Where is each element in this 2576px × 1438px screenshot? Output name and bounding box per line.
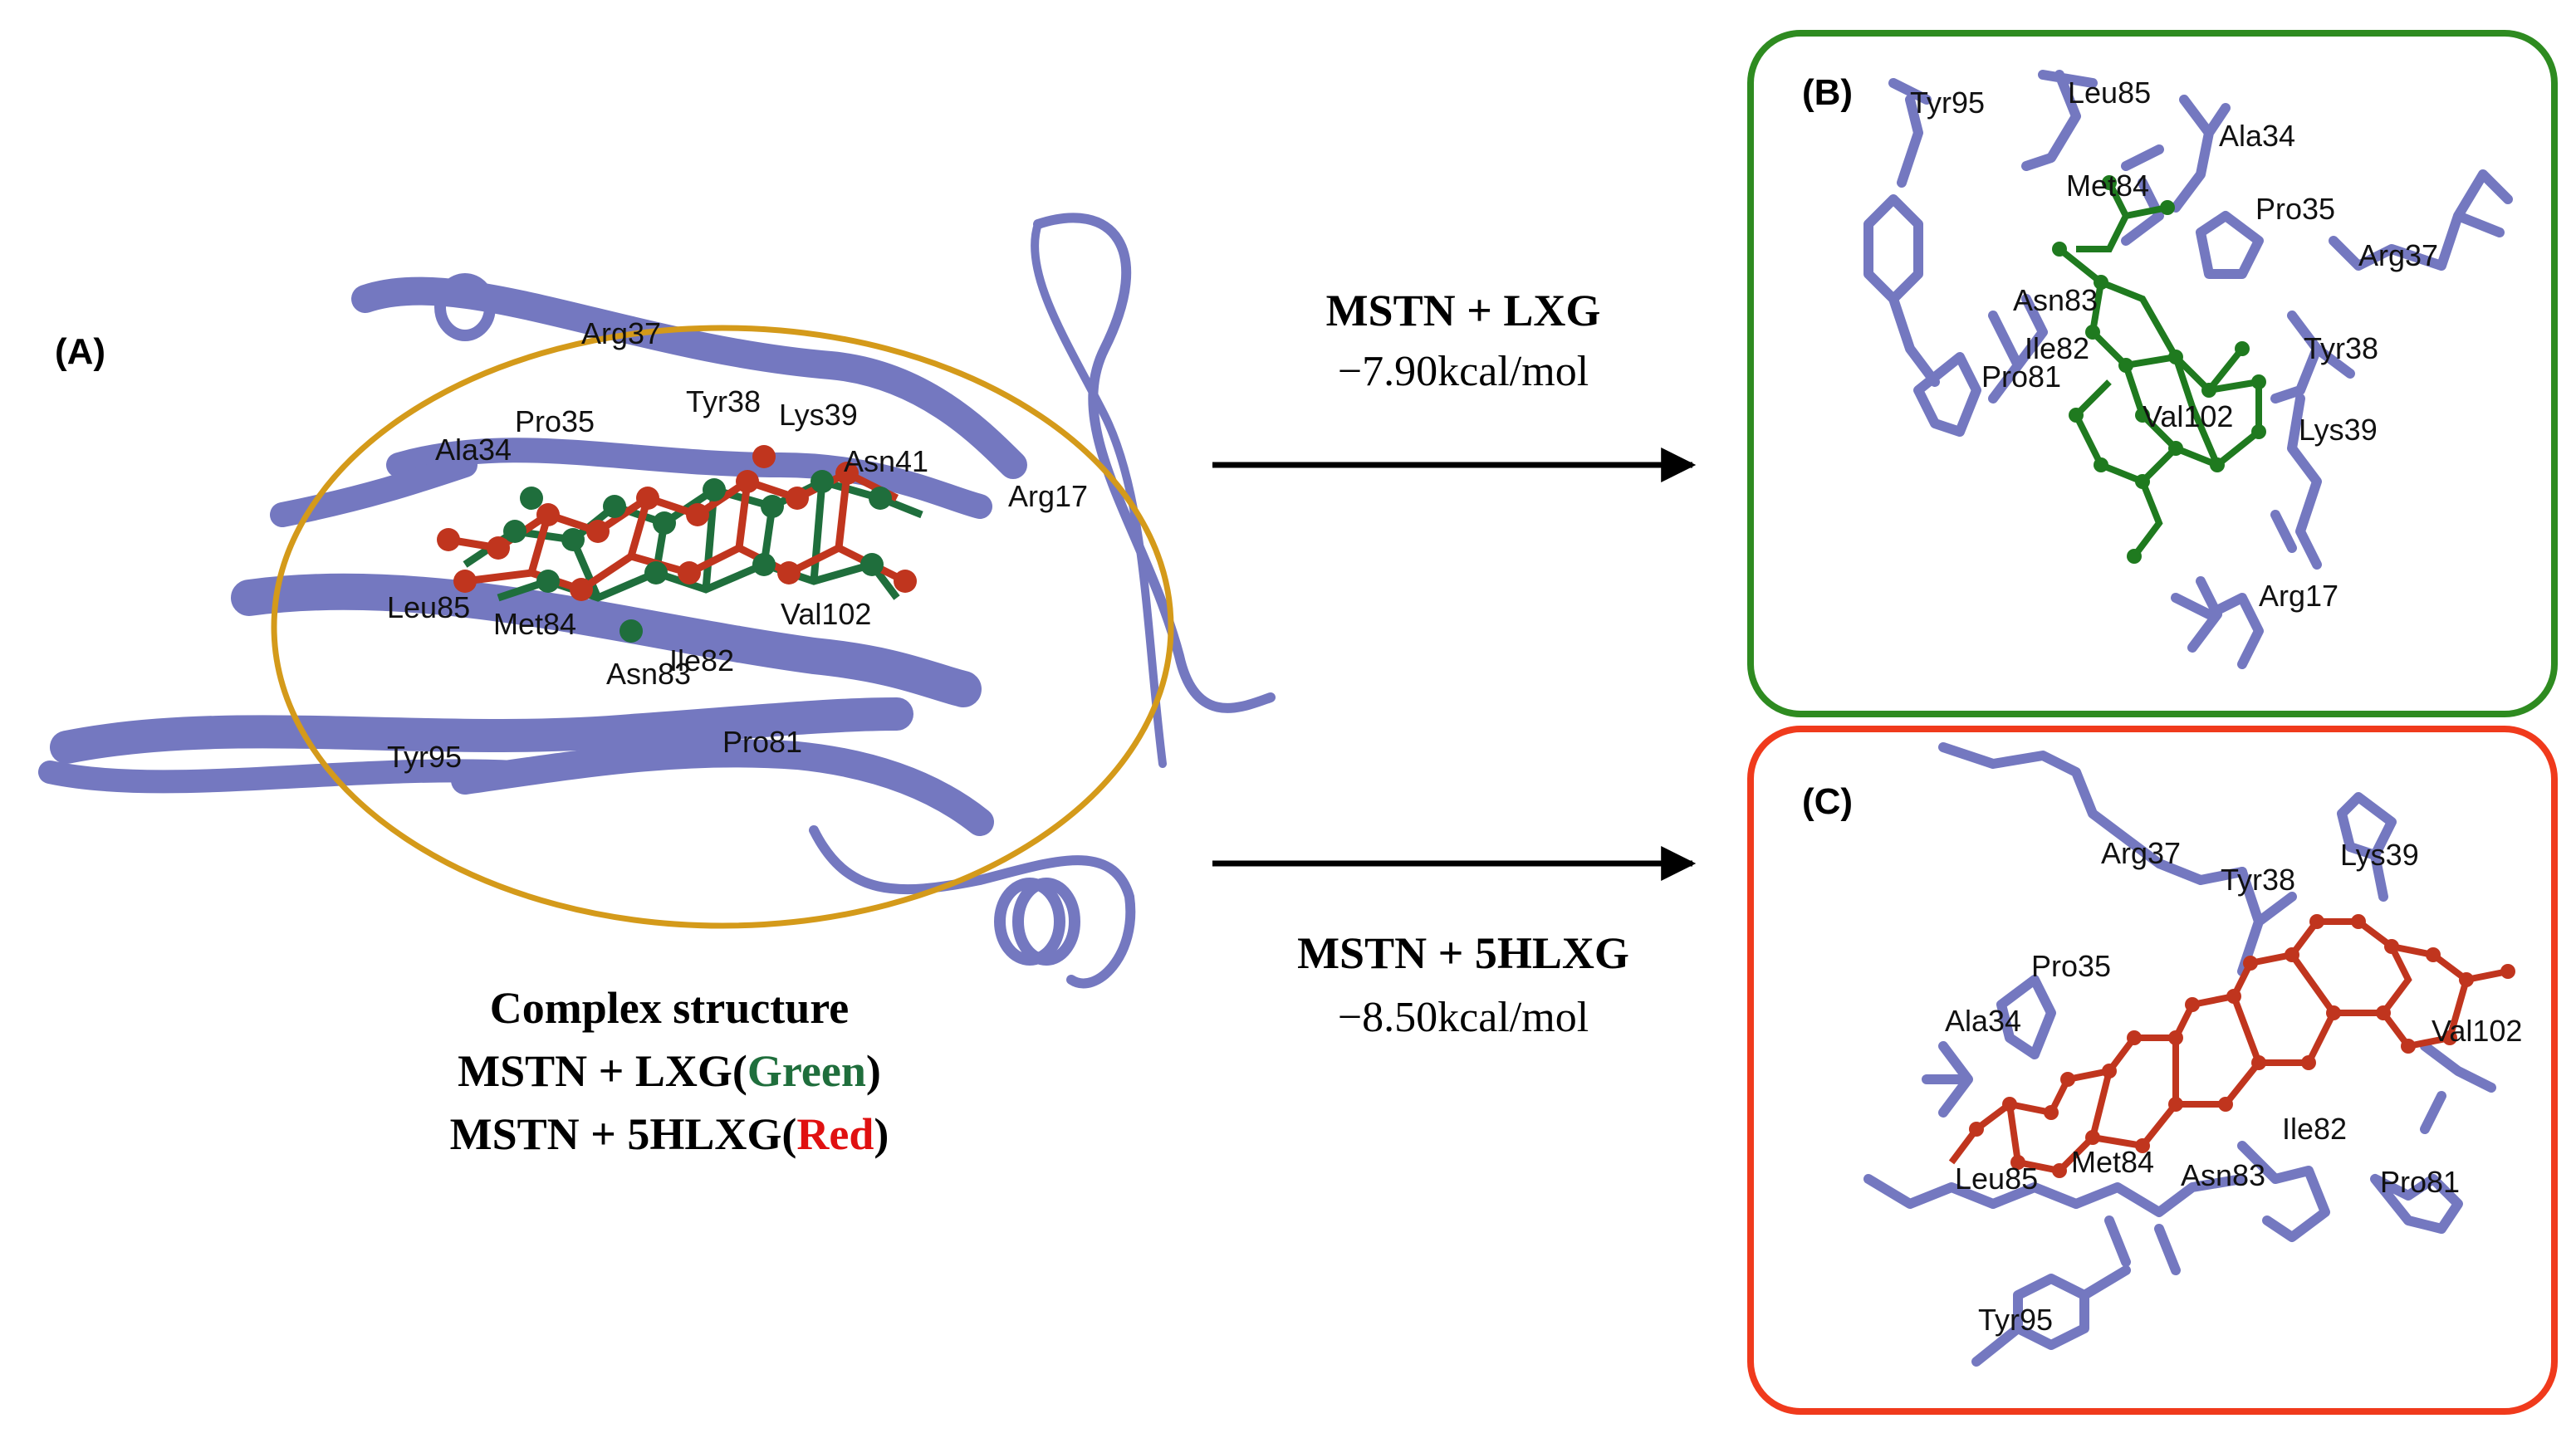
panel-a-caption: Complex structure MSTN + LXG(Green) MSTN… (450, 983, 889, 1159)
ligand-overlay (437, 445, 923, 643)
residue-label: Met84 (493, 607, 576, 641)
residue-label: Lys39 (2340, 838, 2419, 872)
residue-label: Arg17 (1008, 479, 1088, 513)
residue-label: Val102 (781, 597, 871, 631)
pocket-ellipse (271, 325, 1174, 929)
residue-label: Tyr38 (686, 384, 761, 418)
residue-label: Ile82 (2025, 331, 2089, 365)
residue-label: Met84 (2071, 1145, 2154, 1179)
panel-c-residue-sticks (1863, 742, 2496, 1367)
panel-c-ligand-atoms (1969, 914, 2515, 1178)
residue-label: Pro35 (2031, 949, 2111, 983)
arrow-bottom-group: MSTN + 5HLXG −8.50kcal/mol (1212, 846, 1697, 1041)
panel-b: (B) (1747, 30, 2558, 717)
residue-label: Lys39 (2299, 413, 2378, 447)
panel-c-label: (C) (1802, 781, 1853, 822)
residue-label: Asn41 (844, 444, 928, 478)
arrow-top-energy: −7.90kcal/mol (1338, 348, 1589, 395)
panel-b-ligand (2057, 181, 2262, 559)
residue-label: Asn83 (606, 657, 691, 691)
panel-c-residue-labels: Arg37 Tyr38 Lys39 Pro35 Ala34 Val102 Ile… (1945, 836, 2522, 1337)
panel-b-ligand-atoms (2052, 175, 2266, 564)
caption-line-2: MSTN + LXG(Green) (458, 1046, 881, 1096)
residue-label: Val102 (2432, 1014, 2522, 1048)
caption-line-1: Complex structure (490, 983, 849, 1033)
residue-label: Pro35 (2255, 192, 2335, 226)
residue-label: Pro81 (1981, 360, 2061, 394)
panel-a: (A) (38, 213, 1276, 1159)
residue-label: Tyr38 (2221, 863, 2295, 897)
residue-label: Ala34 (435, 433, 512, 467)
residue-label: Pro35 (515, 404, 595, 438)
panel-b-label: (B) (1802, 72, 1853, 113)
arrow-bottom-title: MSTN + 5HLXG (1297, 928, 1629, 978)
panel-b-residue-sticks (1863, 70, 2513, 669)
residue-label: Arg37 (581, 316, 661, 350)
protein-ribbon (38, 213, 1276, 989)
residue-label: Pro81 (2380, 1165, 2460, 1199)
residue-label: Pro81 (722, 725, 802, 759)
panel-b-frame (1747, 30, 2558, 717)
residue-label: Tyr38 (2304, 331, 2378, 365)
residue-label: Ala34 (1945, 1004, 2021, 1038)
arrow-top-title: MSTN + LXG (1326, 286, 1601, 335)
residue-label: Arg37 (2358, 238, 2438, 272)
residue-label: Ala34 (2219, 119, 2295, 153)
arrow-top-group: MSTN + LXG −7.90kcal/mol (1212, 286, 1697, 482)
panel-a-label: (A) (55, 331, 105, 372)
caption-line-3: MSTN + 5HLXG(Red) (450, 1109, 889, 1159)
residue-label: Arg37 (2101, 836, 2181, 870)
panel-a-residue-labels: Arg37 Pro35 Tyr38 Lys39 Ala34 Asn41 Arg1… (387, 316, 1088, 774)
residue-label: Arg17 (2259, 579, 2338, 613)
panel-b-residue-labels: Tyr95 Leu85 Ala34 Met84 Pro35 Arg37 Asn8… (1910, 76, 2438, 613)
arrow-bottom-energy: −8.50kcal/mol (1338, 994, 1589, 1041)
residue-label: Ile82 (2282, 1112, 2347, 1146)
panel-c: (C) (1747, 726, 2558, 1415)
residue-label: Met84 (2066, 169, 2149, 203)
residue-label: Leu85 (387, 590, 470, 624)
residue-label: Tyr95 (1978, 1303, 2053, 1337)
residue-label: Leu85 (1955, 1162, 2038, 1196)
residue-label: Tyr95 (387, 740, 462, 774)
panel-c-frame (1747, 726, 2558, 1415)
residue-label: Lys39 (779, 398, 858, 432)
residue-label: Leu85 (2068, 76, 2151, 110)
residue-label: Asn83 (2181, 1158, 2265, 1192)
residue-label: Val102 (2143, 399, 2233, 433)
residue-label: Ile82 (669, 643, 734, 677)
residue-label: Tyr95 (1910, 86, 1985, 120)
residue-label: Asn83 (2013, 283, 2098, 317)
